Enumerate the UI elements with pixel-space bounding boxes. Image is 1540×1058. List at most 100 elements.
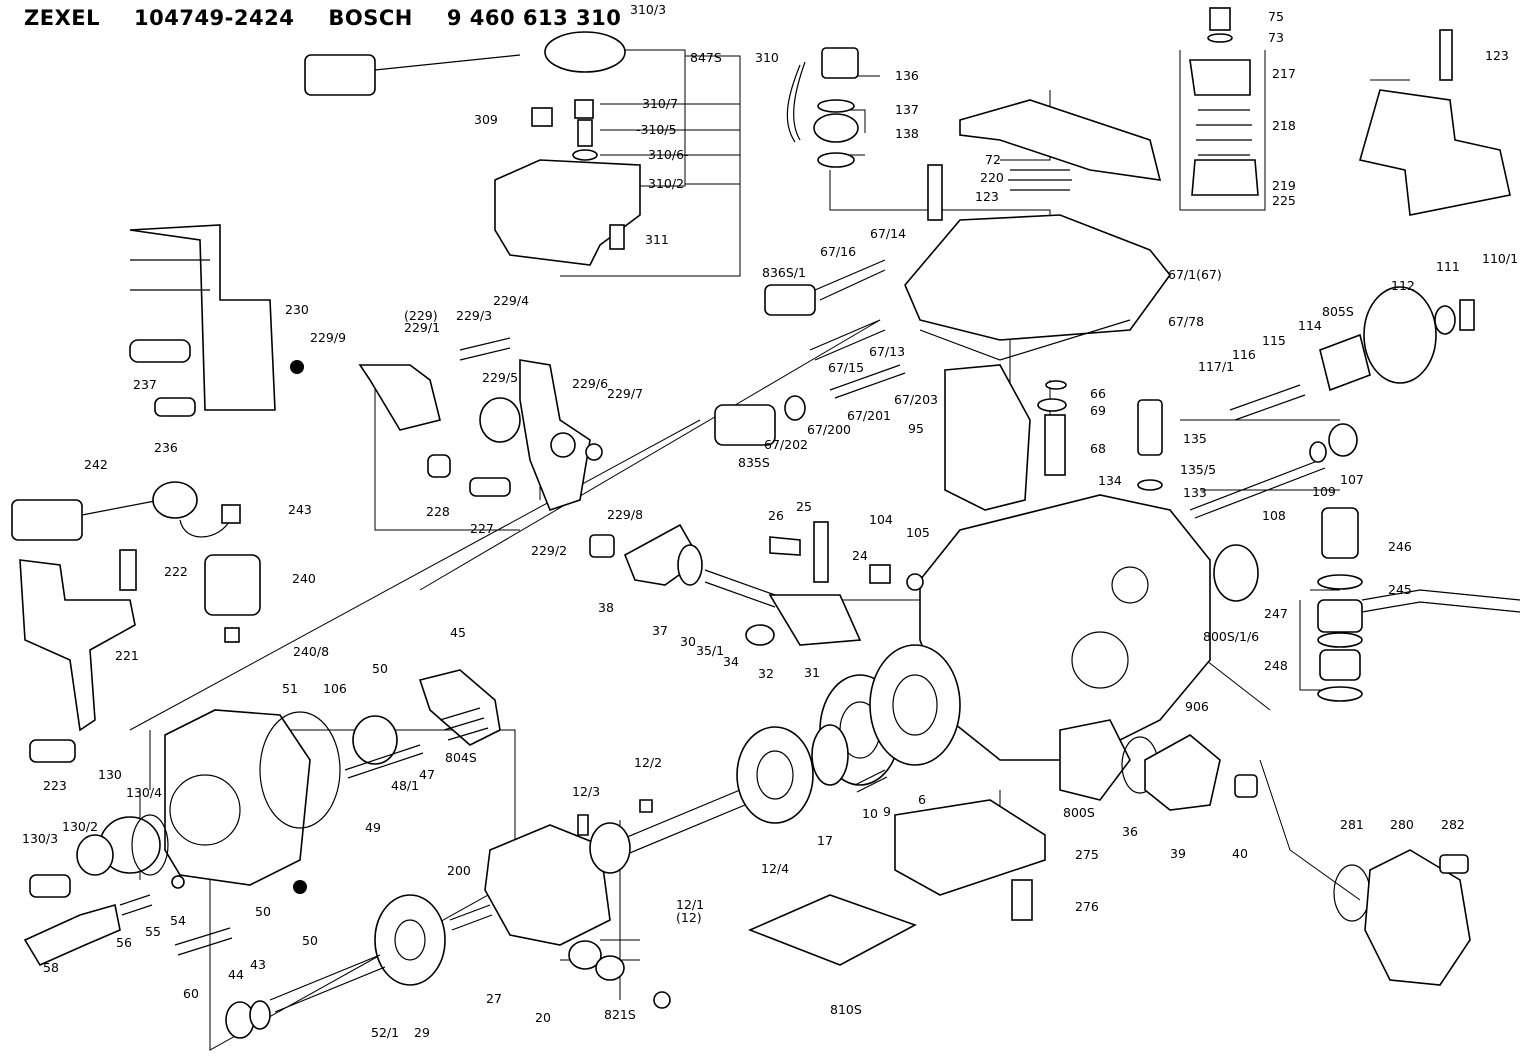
label-36: 36 xyxy=(1122,824,1138,839)
bracket-221 xyxy=(19,559,136,732)
label-229-7: 229/7 xyxy=(607,386,643,401)
label-50-top: 50 xyxy=(372,661,388,676)
label-12-1: 12/1 xyxy=(676,897,704,912)
lever-229 xyxy=(519,359,591,511)
label-72: 72 xyxy=(985,152,1001,167)
label-35-1: 35/1 xyxy=(696,643,724,658)
label-25: 25 xyxy=(796,499,812,514)
label-24: 24 xyxy=(852,548,868,563)
label-240-8: 240/8 xyxy=(293,644,329,659)
label-280: 280 xyxy=(1390,817,1414,832)
label-847s: 847S xyxy=(690,50,722,65)
label-219: 219 xyxy=(1272,178,1296,193)
label-12-2: 12/2 xyxy=(634,755,662,770)
bracket-225 xyxy=(1358,89,1511,216)
label-67-13: 67/13 xyxy=(869,344,905,359)
label-137: 137 xyxy=(895,102,919,117)
label-310-2: 310/2 xyxy=(648,176,684,191)
label-67-200: 67/200 xyxy=(807,422,851,437)
label-67-14: 67/14 xyxy=(870,226,906,241)
label-104: 104 xyxy=(869,512,893,527)
label-228: 228 xyxy=(426,504,450,519)
maker-zexel: ZEXEL xyxy=(24,6,100,30)
label-138: 138 xyxy=(895,126,919,141)
label-236: 236 xyxy=(154,440,178,455)
rotor-20 xyxy=(484,824,611,946)
label-48-1: 48/1 xyxy=(391,778,419,793)
label-135: 135 xyxy=(1183,431,1207,446)
bolt-246 xyxy=(1321,507,1359,559)
label-836s-1: 836S/1 xyxy=(762,265,806,280)
label-34: 34 xyxy=(723,654,739,669)
label-229-2: 229/2 xyxy=(531,543,567,558)
label-116: 116 xyxy=(1232,347,1256,362)
label-240: 240 xyxy=(292,571,316,586)
label-248: 248 xyxy=(1264,658,1288,673)
bracket-275 xyxy=(894,799,1046,896)
label-17: 17 xyxy=(817,833,833,848)
label-109: 109 xyxy=(1312,484,1336,499)
label-43: 43 xyxy=(250,957,266,972)
sensor-310 xyxy=(544,31,626,73)
housing-67-1 xyxy=(904,214,1172,341)
label-218: 218 xyxy=(1272,118,1296,133)
part-outlines xyxy=(11,7,1521,1039)
label-310-3: 310/3 xyxy=(630,2,666,17)
label-39: 39 xyxy=(1170,846,1186,861)
maker-bosch: BOSCH xyxy=(328,6,413,30)
label-282: 282 xyxy=(1441,817,1465,832)
label-310-7: 310/7 xyxy=(642,96,678,111)
label-229-8: 229/8 xyxy=(607,507,643,522)
label-117-1: 117/1 xyxy=(1198,359,1234,374)
label-30: 30 xyxy=(680,634,696,649)
label-67-78: 67/78 xyxy=(1168,314,1204,329)
label-50-mid: 50 xyxy=(255,904,271,919)
flange-45 xyxy=(418,669,501,746)
label-56: 56 xyxy=(116,935,132,950)
label-10: 10 xyxy=(862,806,878,821)
label-230: 230 xyxy=(285,302,309,317)
label-804s: 804S xyxy=(445,750,477,765)
label-75: 75 xyxy=(1268,9,1284,24)
label-281: 281 xyxy=(1340,817,1364,832)
sensor-242 xyxy=(11,499,83,541)
label-311: 311 xyxy=(645,232,669,247)
label-26: 26 xyxy=(768,508,784,523)
gear-112 xyxy=(1363,286,1437,384)
label-40: 40 xyxy=(1232,846,1248,861)
label-130: 130 xyxy=(98,767,122,782)
label-835s: 835S xyxy=(738,455,770,470)
label-106: 106 xyxy=(323,681,347,696)
label-229-paren: (229) xyxy=(404,308,438,323)
label-123-top: 123 xyxy=(1485,48,1509,63)
label-44: 44 xyxy=(228,967,244,982)
label-66: 66 xyxy=(1090,386,1106,401)
label-229-3: 229/3 xyxy=(456,308,492,323)
connector-310 xyxy=(304,54,376,96)
label-45: 45 xyxy=(450,625,466,640)
label-800s: 800S xyxy=(1063,805,1095,820)
label-229-6: 229/6 xyxy=(572,376,608,391)
label-134: 134 xyxy=(1098,473,1122,488)
plate-6 xyxy=(869,644,961,766)
label-242: 242 xyxy=(84,457,108,472)
actuator-280 xyxy=(1364,849,1471,986)
valve-835s xyxy=(714,404,776,446)
label-130-4: 130/4 xyxy=(126,785,162,800)
label-310-5: -310/5 xyxy=(636,122,677,137)
label-110-1: 110/1 xyxy=(1482,251,1518,266)
label-133: 133 xyxy=(1183,485,1207,500)
cover-29 xyxy=(374,894,446,986)
label-229-1: 229/1 xyxy=(404,320,440,335)
label-310-6: 310/6- xyxy=(648,147,689,162)
label-237: 237 xyxy=(133,377,157,392)
label-108: 108 xyxy=(1262,508,1286,523)
label-243: 243 xyxy=(288,502,312,517)
label-67-201: 67/201 xyxy=(847,408,891,423)
label-58: 58 xyxy=(43,960,59,975)
label-229-9: 229/9 xyxy=(310,330,346,345)
zexel-part-number: 104749-2424 xyxy=(134,6,295,30)
label-9: 9 xyxy=(883,804,891,819)
bracket-230 xyxy=(129,224,276,411)
